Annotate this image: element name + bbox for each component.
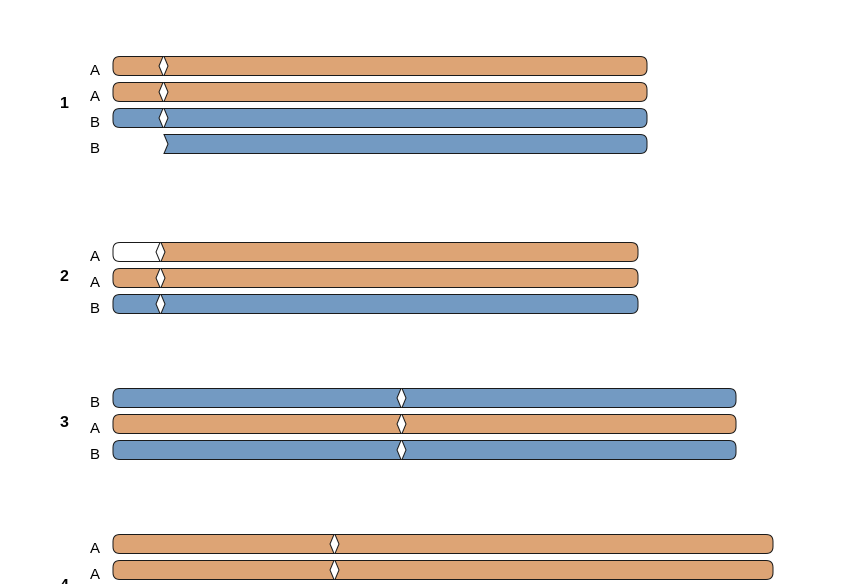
group-number-label: 3 [60, 414, 69, 431]
segment-b [112, 440, 402, 460]
segment-a [112, 268, 161, 288]
group-4: 4 AA [60, 534, 774, 584]
segment-a [160, 242, 639, 262]
group-number-label: 4 [60, 577, 69, 584]
segment-a [401, 414, 737, 434]
segment-empty [112, 242, 161, 262]
segment-b [163, 134, 648, 154]
row-label: B [90, 446, 100, 463]
segment-b [160, 294, 639, 314]
row-label: A [90, 88, 100, 105]
segment-a [163, 82, 648, 102]
segment-a [334, 560, 774, 580]
group-number-label: 1 [60, 95, 69, 112]
row-label: B [90, 394, 100, 411]
row-label: A [90, 540, 100, 557]
row-label: A [90, 274, 100, 291]
segment-a [112, 534, 335, 554]
row-label: A [90, 566, 100, 583]
segment-a [334, 534, 774, 554]
row-label: B [90, 114, 100, 131]
groups-layer: 1AABB2AAB3BAB4AA [60, 56, 774, 584]
segment-a [112, 56, 164, 76]
segment-b [401, 388, 737, 408]
segment-b [401, 440, 737, 460]
segment-b [112, 294, 161, 314]
segment-b [163, 108, 648, 128]
segment-a [112, 560, 335, 580]
segment-a [163, 56, 648, 76]
row-label: A [90, 248, 100, 265]
row-label: B [90, 140, 100, 157]
row-label: A [90, 62, 100, 79]
segment-a [112, 82, 164, 102]
segment-a [112, 414, 402, 434]
segment-b [112, 108, 164, 128]
row-label: B [90, 300, 100, 317]
row-label: A [90, 420, 100, 437]
segment-b [112, 388, 402, 408]
segment-a [160, 268, 639, 288]
group-number-label: 2 [60, 268, 69, 285]
